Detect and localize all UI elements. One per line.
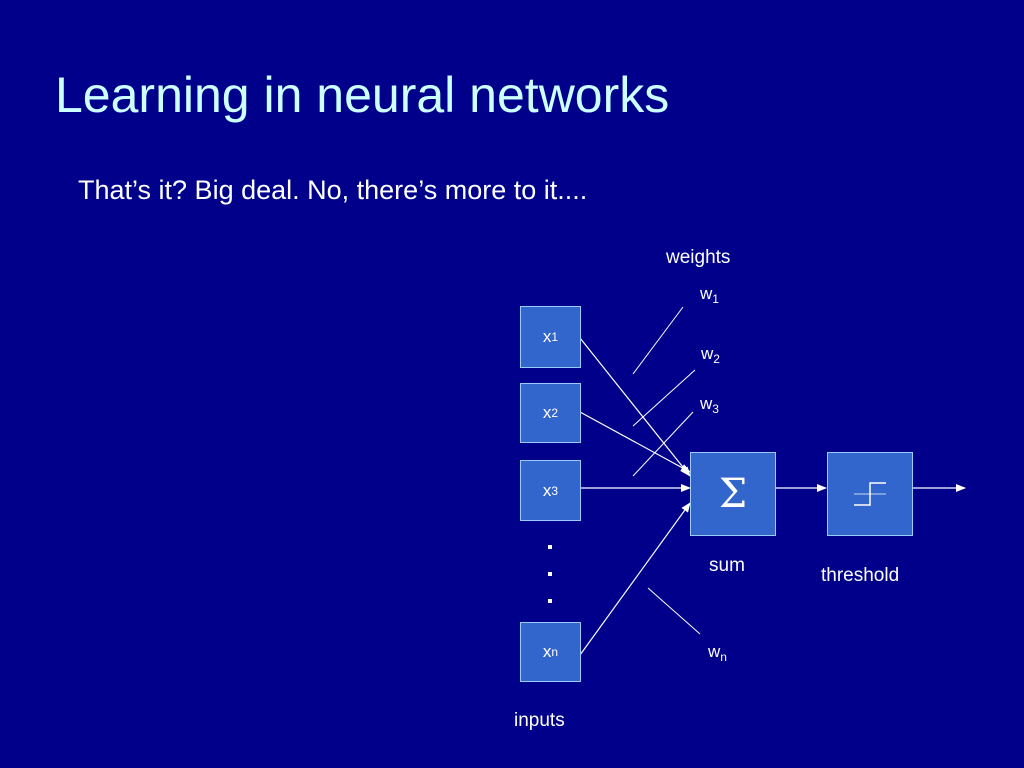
arrow-x2-to-sum (579, 411, 691, 473)
threshold-node-box (827, 452, 913, 536)
weight-wn-label: wn (708, 642, 727, 664)
weight-line-wn (647, 587, 701, 635)
inputs-label: inputs (514, 710, 565, 731)
weight-line-w3 (632, 411, 694, 477)
ellipsis-dot (548, 545, 552, 549)
weight-w2-label: w2 (701, 344, 720, 366)
weights-label: weights (666, 247, 731, 268)
arrow-x1-to-sum (579, 337, 691, 477)
sum-label: sum (709, 555, 745, 576)
slide-title: Learning in neural networks (55, 67, 670, 123)
threshold-label: threshold (821, 565, 900, 586)
ellipsis-dot (548, 572, 552, 576)
arrow-xn-to-sum (579, 502, 691, 656)
slide-subtitle: That’s it? Big deal. No, there’s more to… (78, 175, 588, 205)
sigma-icon: Σ (718, 471, 748, 517)
step-function-icon (854, 482, 886, 506)
weight-w3-label: w3 (700, 394, 719, 416)
sum-node-box: Σ (690, 452, 776, 536)
ellipsis-dot (548, 599, 552, 603)
weight-line-w1 (632, 306, 684, 375)
weight-line-w2 (632, 369, 696, 427)
weight-w1-label: w1 (700, 284, 719, 306)
